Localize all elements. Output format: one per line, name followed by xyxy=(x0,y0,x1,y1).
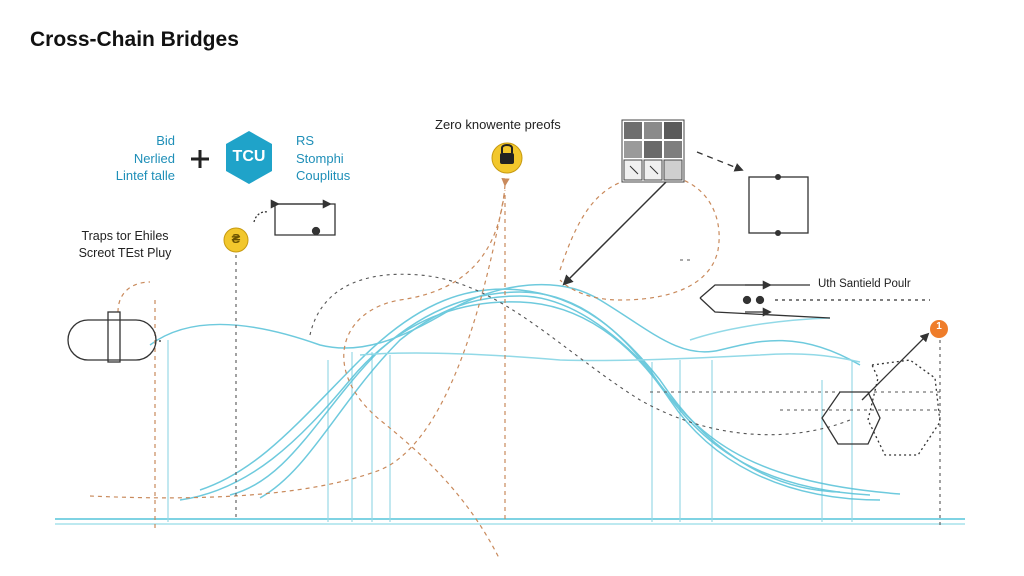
connector-icon xyxy=(699,280,930,319)
right-block-line-1: RS xyxy=(296,133,315,148)
baseline-lines xyxy=(55,518,965,525)
cyan-curves xyxy=(149,283,901,501)
right-block-line-2: Stomphi xyxy=(296,151,344,166)
lock-coin-icon xyxy=(491,142,523,174)
dashed-gray-flows xyxy=(235,255,941,525)
standard-label: Uth Santield Poulr xyxy=(818,278,911,290)
coin-icon xyxy=(223,227,249,253)
right-block-line-3: Couplitus xyxy=(296,168,351,183)
diagonal-arrow xyxy=(562,170,678,286)
coin-symbol: ₴ xyxy=(231,231,241,246)
tcu-badge-text: TCU xyxy=(232,148,266,165)
bracket-box xyxy=(253,199,336,236)
hexagon-icon xyxy=(226,131,272,184)
left-block-line-3: Lintef talle xyxy=(115,168,175,183)
orange-badge-number: 1 xyxy=(936,321,942,332)
capsule-icon xyxy=(67,311,161,363)
top-right-box xyxy=(696,151,809,236)
image-grid-icon xyxy=(621,119,685,183)
traps-label-line-1: Traps tor Ehiles xyxy=(81,229,169,243)
orange-badge-icon xyxy=(930,320,948,338)
left-block-line-2: Nerlied xyxy=(133,151,175,166)
polygon-cluster xyxy=(821,332,941,456)
traps-label-line-2: Screot TEst Pluy xyxy=(78,246,172,260)
plus-icon xyxy=(191,150,209,168)
left-block-line-1: Bid xyxy=(156,133,175,148)
page-title: Cross-Chain Bridges xyxy=(30,28,239,51)
vertical-posts xyxy=(167,340,853,522)
zk-label: Zero knowente preofs xyxy=(435,117,561,132)
